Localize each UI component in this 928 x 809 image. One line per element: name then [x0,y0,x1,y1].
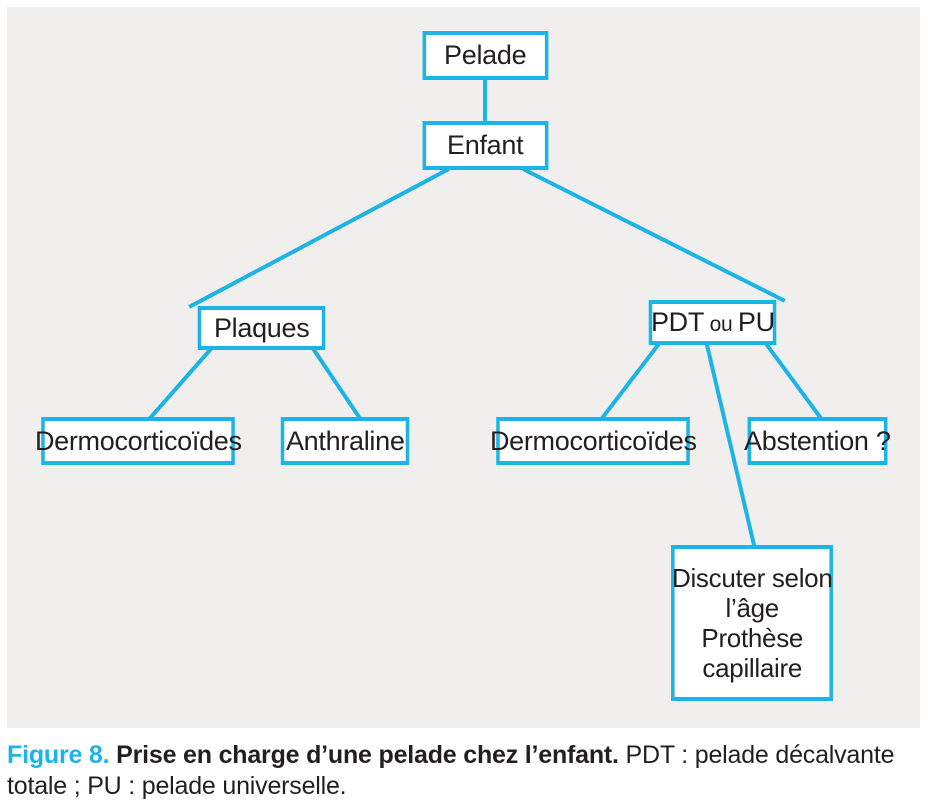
figure-caption: Figure 8. Prise en charge d’une pelade c… [7,740,920,801]
node-abstention[interactable]: Abstention ? [744,417,891,465]
edge-plaques-dermo-left [148,347,213,420]
figure-number-label: Figure 8. [7,741,110,769]
node-pdt-conjunction: ou [704,313,738,336]
node-pdt-conjunction-text: ou [709,313,732,337]
node-dermocorticoides-left[interactable]: Dermocorticoïdes [35,417,242,465]
node-anthraline-label: Anthraline [285,425,405,456]
node-discuter-selon-lage[interactable]: Discuter selon l’âge Prothèse capillaire [671,545,833,701]
edge-enfant-pdt [522,167,786,303]
node-plaques-label: Plaques [213,312,310,343]
node-dermocorticoides-left-label: Dermocorticoïdes [34,425,242,456]
edge-pdt-dermo-right [600,342,661,420]
node-pdt-ou-pu[interactable]: PDT ou PU [648,300,777,345]
node-anthraline[interactable]: Anthraline [280,417,410,465]
edge-plaques-anthraline [311,347,362,420]
node-pdt-part1: PDT [650,307,704,338]
node-pdt-ou-pu-label: PDT ou PU [651,308,775,337]
node-pelade-label: Pelade [444,40,527,71]
node-pelade[interactable]: Pelade [422,31,549,80]
edge-pdt-abstention [764,342,823,420]
node-enfant[interactable]: Enfant [422,121,549,170]
caption-bold-text: Prise en charge d’une pelade chez l’enfa… [116,741,619,769]
node-pdt-part2: PU [737,307,775,338]
node-enfant-label: Enfant [447,130,524,161]
node-plaques[interactable]: Plaques [197,306,326,350]
edge-enfant-plaques [188,167,450,309]
node-dermocorticoides-right-label: Dermocorticoïdes [489,425,697,456]
caption-rest-text: PDT : pelade décalvante totale ; PU : pe… [7,741,895,800]
node-discuter-selon-lage-label: Discuter selon l’âge Prothèse capillaire [671,562,833,684]
node-abstention-label: Abstention ? [744,425,891,456]
diagram-panel: Pelade Enfant Plaques PDT ou PU Dermocor… [7,7,920,728]
node-dermocorticoides-right[interactable]: Dermocorticoïdes [490,417,697,465]
